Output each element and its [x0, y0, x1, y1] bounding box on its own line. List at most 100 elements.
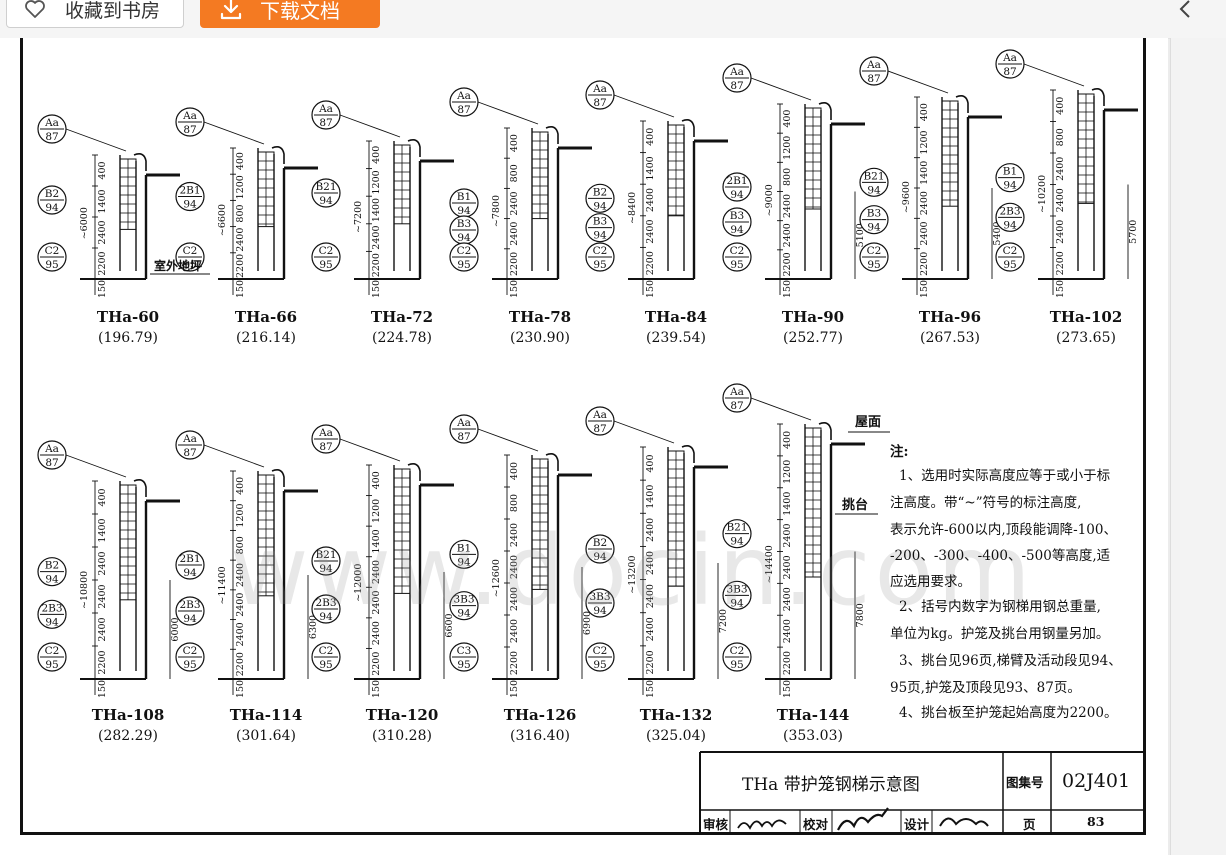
leader-line — [1023, 63, 1085, 87]
ladder-caption: THa-72(224.78) — [342, 308, 462, 346]
detail-ref-bubble-bottom: 94 — [593, 200, 607, 212]
dimension-label: 1400 — [371, 198, 382, 222]
ladder-name: THa-144 — [776, 706, 850, 724]
dimension-label: 1200 — [235, 503, 246, 527]
detail-ref-bubble-bottom: 95 — [593, 659, 606, 671]
dimension-label: 400 — [97, 488, 108, 506]
detail-ref-bubble-bottom: 95 — [593, 259, 606, 271]
ladder-name: THa-102 — [1049, 308, 1123, 326]
ladder-name: THa-96 — [918, 308, 982, 326]
design-label: 设计 — [904, 817, 930, 832]
ladder-weight: (282.29) — [98, 728, 158, 744]
detail-ref-bubble-bottom: 95 — [183, 259, 196, 271]
dimension-label: 2400 — [645, 188, 656, 212]
page-number: 83 — [1087, 814, 1105, 829]
overall-height: ~6600 — [217, 204, 228, 236]
ladder-caption: THa-84(239.54) — [616, 308, 736, 346]
dimension-label: 2200 — [509, 252, 520, 276]
ladder-hook — [681, 445, 695, 463]
ladder-weight: (301.64) — [236, 728, 296, 744]
dimension-label: 2400 — [782, 523, 793, 547]
note-line: 表示允许-600以内,顶段能调降-100、 — [890, 522, 1117, 538]
detail-ref-bubble-top: B21 — [315, 181, 336, 193]
detail-ref-bubble-top: 3B3 — [726, 583, 747, 595]
ladder-name: THa-60 — [96, 308, 160, 326]
ladder-weight: (224.78) — [372, 330, 432, 346]
ladder-weight: (273.65) — [1056, 330, 1116, 346]
detail-ref-bubble-bottom: 95 — [730, 659, 743, 671]
platform-label: 挑台 — [842, 497, 868, 513]
detail-ref-bubble-top: C2 — [457, 245, 472, 257]
dimension-label: 2200 — [645, 251, 656, 275]
dimension-label: 1400 — [782, 492, 793, 516]
design-signature — [939, 817, 989, 827]
detail-ref-bubble-bottom: 95 — [319, 659, 332, 671]
detail-ref-bubble-bottom: 94 — [867, 184, 881, 196]
dimension-label: 150 — [97, 680, 108, 698]
heart-icon — [25, 0, 45, 18]
dimension-label: 150 — [509, 280, 520, 298]
detail-ref-bubble-bottom: 94 — [730, 536, 744, 548]
ladder-name: THa-108 — [91, 706, 165, 724]
dimension-label: 2400 — [509, 619, 520, 643]
note-line: 注高度。带“~”符号的标注高度, — [890, 495, 1082, 511]
dimension-label: 1400 — [645, 485, 656, 509]
dimension-label: 150 — [371, 280, 382, 298]
note-line: 单位为kg。护笼及挑台用钢量另加。 — [890, 626, 1110, 642]
collapse-panel-button[interactable] — [1170, 0, 1200, 24]
dimension-label: 2200 — [97, 251, 108, 275]
favorite-label: 收藏到书房 — [65, 0, 161, 22]
dimension-label: 2400 — [1055, 220, 1066, 244]
detail-ref-bubble-top: B1 — [457, 191, 471, 203]
detail-ref-aa-top: Aa — [318, 427, 333, 439]
leader-line — [65, 454, 127, 478]
dimension-label: 150 — [235, 280, 246, 298]
detail-ref-bubble-top: B3 — [867, 208, 881, 220]
detail-ref-bubble-bottom: 95 — [183, 659, 196, 671]
detail-ref-bubble-top: C2 — [730, 645, 745, 657]
ladder-hook — [545, 453, 559, 471]
dimension-label: 2400 — [97, 617, 108, 641]
notes-title: 注: — [890, 444, 909, 460]
dimension-label: 2200 — [1055, 251, 1066, 275]
detail-ref-aa-bottom: 87 — [593, 423, 606, 435]
detail-ref-aa-top: Aa — [866, 59, 881, 71]
dimension-label: 400 — [235, 477, 246, 495]
dimension-label: 150 — [235, 680, 246, 698]
ladder-hook — [133, 479, 147, 497]
detail-ref-bubble-top: 3B3 — [453, 594, 474, 606]
download-button[interactable]: 下载文档 — [200, 0, 380, 28]
ladder-caption: THa-60 (196.79) — [68, 308, 188, 346]
dimension-label: 400 — [97, 161, 108, 179]
page-label: 页 — [1023, 817, 1036, 832]
dimension-label: 2200 — [645, 650, 656, 674]
favorite-button[interactable]: 收藏到书房 — [6, 0, 184, 28]
dimension-label: 2400 — [371, 560, 382, 584]
note-line: -200、-300、-400、-500等高度,适 — [890, 548, 1111, 564]
dimension-label: 2400 — [645, 518, 656, 542]
dimension-label: 2200 — [371, 652, 382, 676]
dimension-label: 150 — [371, 680, 382, 698]
leader-line — [750, 77, 812, 101]
detail-ref-bubble-bottom: 95 — [867, 259, 880, 271]
detail-ref-bubble-top: C2 — [1003, 245, 1018, 257]
detail-ref-aa-top: Aa — [44, 443, 59, 455]
detail-ref-bubble-top: 2B3 — [315, 597, 336, 609]
side-dimension-label: 6600 — [444, 613, 455, 637]
overall-height: ~10200 — [1037, 175, 1048, 213]
detail-ref-bubble-bottom: 94 — [183, 613, 197, 625]
detail-ref-aa-top: Aa — [456, 417, 471, 429]
detail-ref-bubble-top: B1 — [1003, 166, 1017, 178]
side-dimension-label: 7200 — [718, 609, 729, 633]
dimension-label: 800 — [235, 204, 246, 222]
dimension-label: 2400 — [782, 555, 793, 579]
ladder-hook — [271, 146, 285, 164]
dimension-label: 800 — [1055, 128, 1066, 146]
side-dimension-label: 5400 — [992, 221, 1003, 245]
ladder-weight: (196.79) — [98, 330, 158, 346]
dimension-label: 400 — [782, 110, 793, 128]
ladder-name: THa-132 — [639, 706, 713, 724]
leader-line — [203, 121, 265, 145]
